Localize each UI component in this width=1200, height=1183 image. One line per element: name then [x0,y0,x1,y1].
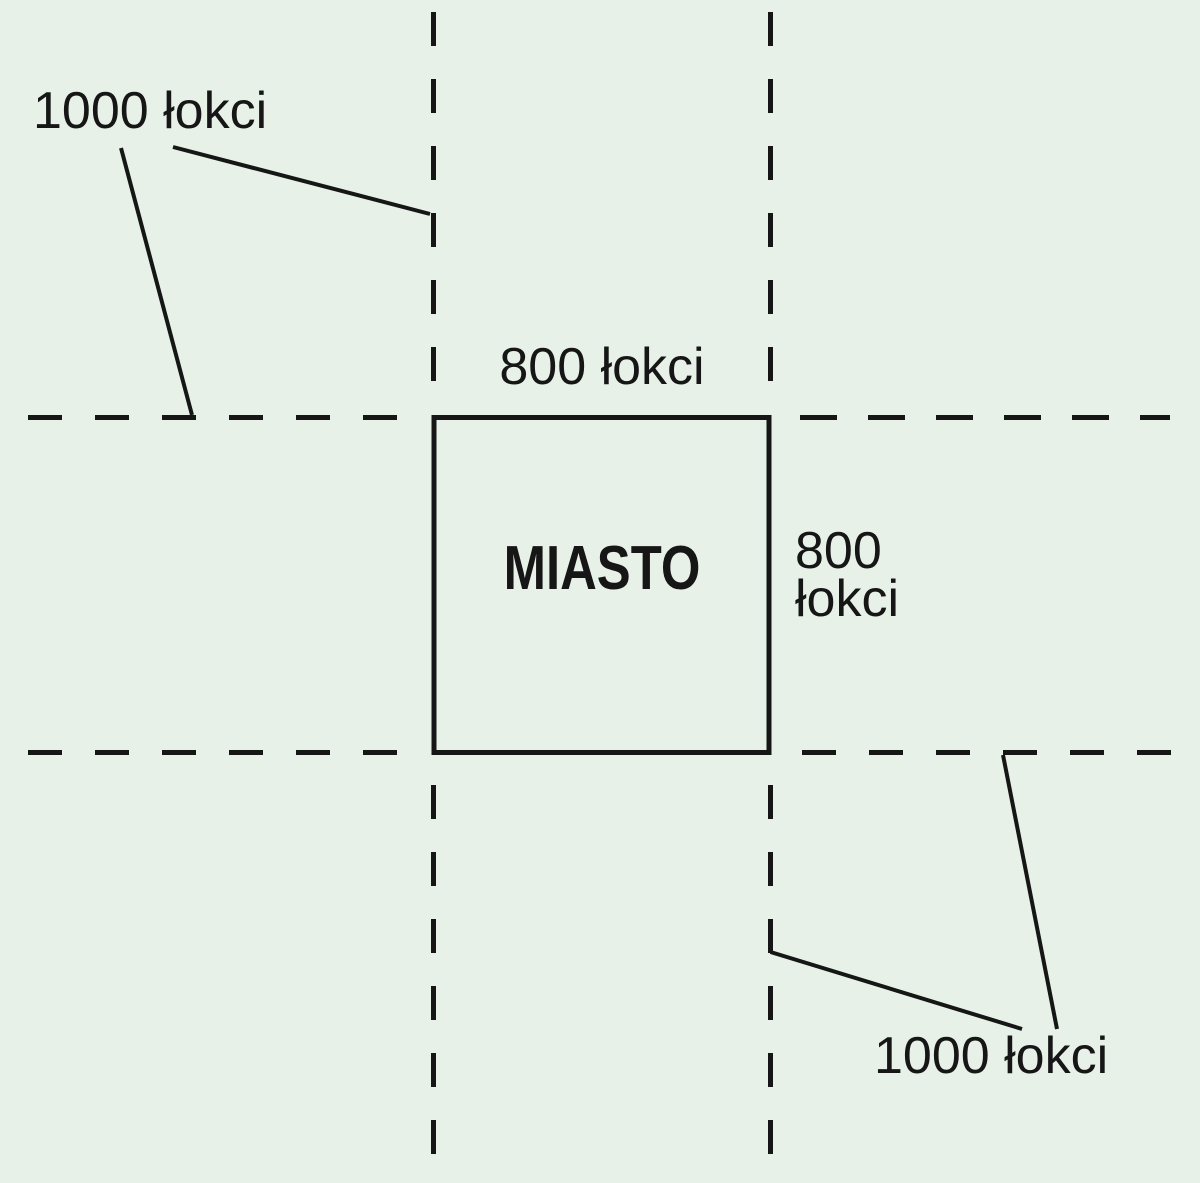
leader-line-topleft-to-vertical [172,145,431,216]
leader-line-bottomright-from-horizontal [1001,754,1059,1030]
city-square [431,415,772,755]
label-distance-bottom-right: 1000 łokci [874,1027,1109,1085]
leader-line-topleft-to-horizontal [119,147,194,416]
label-square-width: 800 łokci [499,338,705,396]
label-square-height-unit: łokci [795,570,900,628]
city-label: MIASTO [503,534,701,603]
label-square-height-value: 800 [795,522,882,580]
leader-line-bottomright-from-vertical [769,950,1023,1031]
label-distance-top-left: 1000 łokci [33,82,268,140]
label-square-height: 800 łokci [795,522,900,628]
